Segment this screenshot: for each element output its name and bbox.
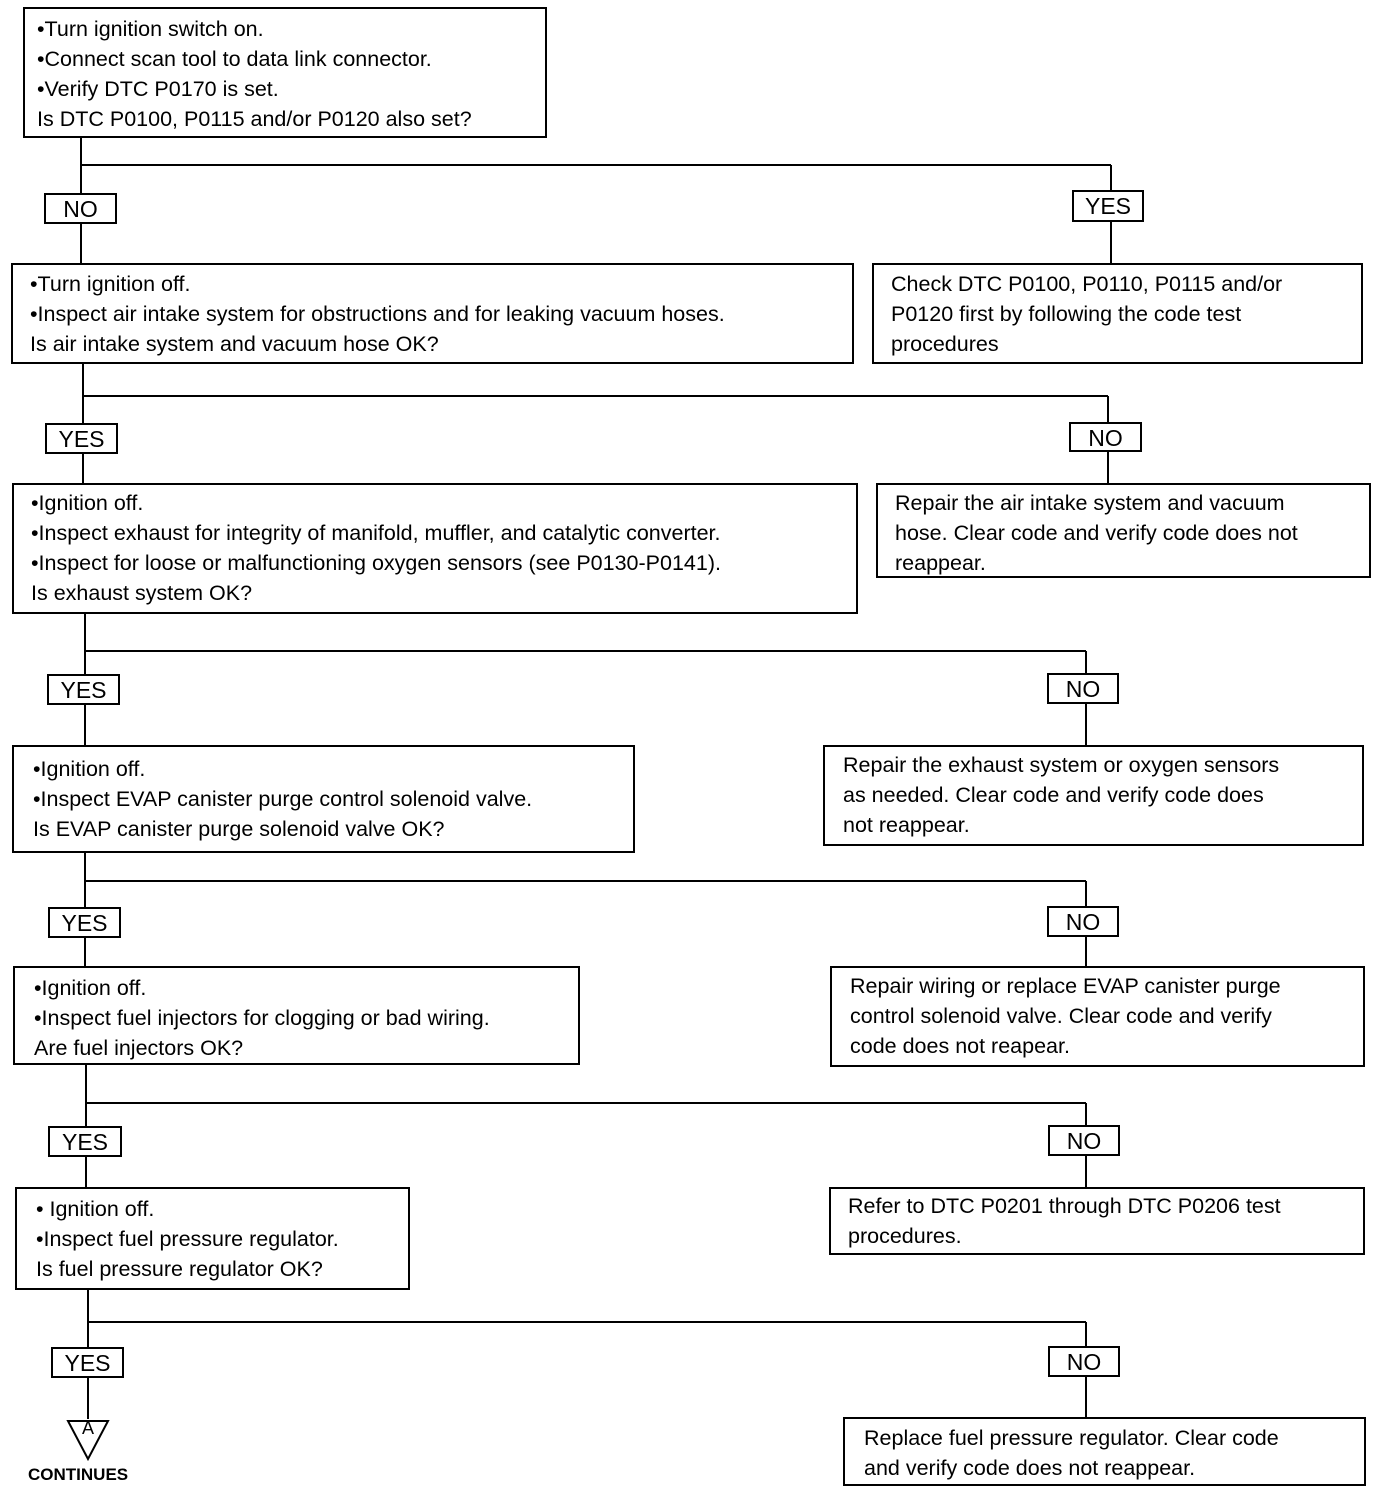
box-line: Are fuel injectors OK? <box>34 1036 244 1060</box>
branch-1-yes-label: YES <box>1072 190 1144 222</box>
regulator-box: Ignition off.Inspect fuel pressure regul… <box>15 1187 410 1290</box>
box-line: Inspect exhaust for integrity of manifol… <box>31 518 856 548</box>
continues-label: CONTINUES <box>28 1465 129 1484</box>
box-line: control solenoid valve. Clear code and v… <box>850 1004 1272 1028</box>
box-line: not reappear. <box>843 813 970 837</box>
branch-6-no-label: NO <box>1048 1346 1120 1377</box>
box-line: procedures <box>891 332 999 356</box>
box-line: Is air intake system and vacuum hose OK? <box>30 332 439 356</box>
box-line: hose. Clear code and verify code does no… <box>895 521 1298 545</box>
branch-2-no-label: NO <box>1069 422 1142 452</box>
box-line: Turn ignition switch on. <box>37 14 545 44</box>
box-line: Inspect EVAP canister purge control sole… <box>33 784 633 814</box>
repair-air-box: Repair the air intake system and vacuum h… <box>876 483 1371 578</box>
replace-regulator-box: Replace fuel pressure regulator. Clear c… <box>843 1417 1366 1486</box>
box-line: Refer to DTC P0201 through DTC P0206 tes… <box>848 1194 1281 1218</box>
box-line: Inspect fuel injectors for clogging or b… <box>34 1003 578 1033</box>
box-line: Replace fuel pressure regulator. Clear c… <box>864 1426 1279 1450</box>
repair-exhaust-box: Repair the exhaust system or oxygen sens… <box>823 745 1364 846</box>
box-line: reappear. <box>895 551 986 575</box>
exhaust-box: Ignition off.Inspect exhaust for integri… <box>12 483 858 614</box>
box-line: Turn ignition off. <box>30 269 852 299</box>
box-line: Verify DTC P0170 is set. <box>37 74 545 104</box>
branch-3-yes-label: YES <box>47 674 120 705</box>
box-line: Is DTC P0100, P0115 and/or P0120 also se… <box>37 107 472 131</box>
branch-4-yes-label: YES <box>48 907 121 938</box>
evap-box: Ignition off.Inspect EVAP canister purge… <box>12 745 635 853</box>
start-box: Turn ignition switch on.Connect scan too… <box>23 7 547 138</box>
air-intake-box: Turn ignition off.Inspect air intake sys… <box>11 263 854 364</box>
box-line: and verify code does not reappear. <box>864 1456 1196 1480</box>
branch-6-yes-label: YES <box>51 1347 124 1378</box>
box-line: Repair wiring or replace EVAP canister p… <box>850 974 1281 998</box>
box-line: Connect scan tool to data link connector… <box>37 44 545 74</box>
injectors-box: Ignition off.Inspect fuel injectors for … <box>13 966 580 1065</box>
box-line: Check DTC P0100, P0110, P0115 and/or <box>891 272 1283 296</box>
box-line: Repair the air intake system and vacuum <box>895 491 1285 515</box>
box-line: Inspect air intake system for obstructio… <box>30 299 852 329</box>
continuation-connector-icon <box>66 1420 110 1461</box>
box-line: Is EVAP canister purge solenoid valve OK… <box>33 817 445 841</box>
branch-5-no-label: NO <box>1048 1125 1120 1156</box>
branch-2-yes-label: YES <box>45 423 118 454</box>
box-line: Is fuel pressure regulator OK? <box>36 1257 323 1281</box>
branch-3-no-label: NO <box>1047 673 1119 704</box>
branch-1-no-label: NO <box>44 193 117 224</box>
branch-5-yes-label: YES <box>48 1126 122 1157</box>
branch-4-no-label: NO <box>1047 906 1119 937</box>
box-line: Is exhaust system OK? <box>31 581 253 605</box>
box-line: as needed. Clear code and verify code do… <box>843 783 1264 807</box>
box-line: Ignition off. <box>31 488 856 518</box>
box-line: Inspect for loose or malfunctioning oxyg… <box>31 548 856 578</box>
box-line: procedures. <box>848 1224 962 1248</box>
repair-evap-box: Repair wiring or replace EVAP canister p… <box>830 966 1365 1067</box>
box-line: Inspect fuel pressure regulator. <box>36 1224 408 1254</box>
box-line: Ignition off. <box>33 754 633 784</box>
refer-injectors-box: Refer to DTC P0201 through DTC P0206 tes… <box>829 1187 1365 1255</box>
box-line: Repair the exhaust system or oxygen sens… <box>843 753 1280 777</box>
box-line: Ignition off. <box>36 1194 408 1224</box>
box-line: Ignition off. <box>34 973 578 1003</box>
box-line: P0120 first by following the code test <box>891 302 1242 326</box>
connector-letter: A <box>81 1418 94 1438</box>
box-line: code does not reapear. <box>850 1034 1070 1058</box>
